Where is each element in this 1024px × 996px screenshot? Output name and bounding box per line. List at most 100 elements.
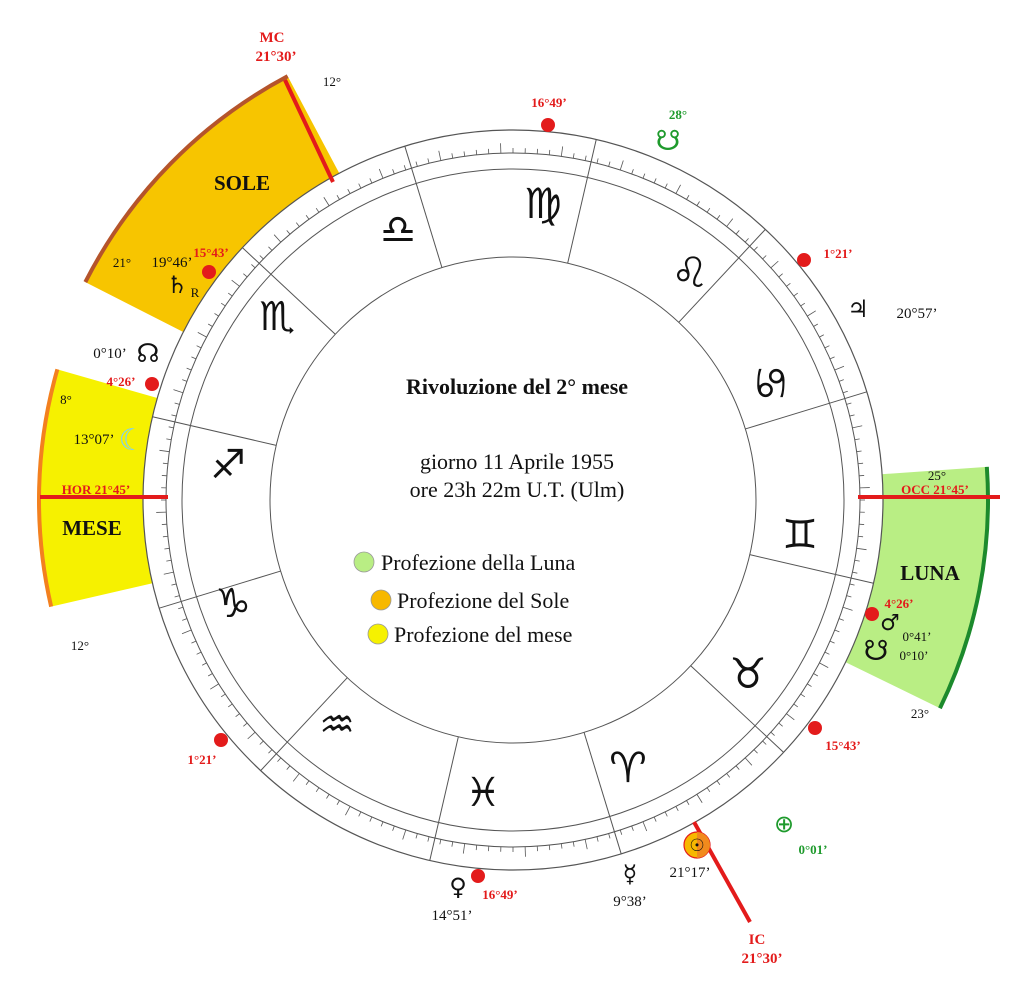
degree-tick: [315, 787, 320, 793]
degree-tick: [159, 449, 170, 453]
degree-tick: [842, 606, 853, 611]
cusp-dot: [865, 607, 879, 621]
degree-tick: [181, 629, 192, 635]
degree-tick: [842, 390, 848, 394]
degree-tick: [268, 749, 273, 754]
south-node-deg-value: 28°: [669, 107, 687, 122]
degree-tick: [277, 757, 282, 762]
degree-tick: [813, 323, 819, 327]
degree-tick: [292, 773, 300, 782]
degree-tick: [392, 169, 395, 175]
cusp-value: 16°49’: [482, 887, 518, 902]
sole-band-arc: [83, 74, 289, 283]
degree-tick: [166, 438, 172, 441]
sign-divider: [745, 391, 867, 430]
degree-tick: [786, 713, 795, 721]
degree-tick: [800, 302, 806, 307]
degree-tick: [402, 829, 407, 840]
degree-tick: [243, 722, 248, 727]
sun-deg-value: 21°17’: [670, 865, 711, 881]
degree-tick: [786, 282, 791, 287]
degree-tick: [247, 731, 256, 740]
degree-tick: [726, 773, 731, 778]
degree-tick: [778, 273, 783, 278]
sign-divider: [749, 554, 874, 584]
mc-axis-line: [283, 79, 335, 183]
degree-tick: [451, 841, 454, 847]
degree-tick: [305, 214, 310, 220]
virgo-icon: ♍: [524, 179, 562, 228]
degree-tick: [305, 780, 310, 786]
sign-divider: [678, 229, 766, 323]
degree-tick: [162, 462, 168, 465]
sun-icon: ☉: [689, 836, 704, 856]
degree-tick: [675, 806, 679, 811]
mese-band-fill: [38, 369, 177, 607]
taurus-icon: ♉: [729, 649, 767, 698]
jupiter-deg-value: 20°57’: [897, 306, 938, 322]
degree-tick: [463, 151, 466, 157]
capricorn-icon: ♑: [215, 581, 251, 627]
jupiter-icon: ♃: [847, 295, 869, 323]
degree-tick: [220, 693, 226, 698]
degree-ticks: [156, 143, 870, 857]
libra-icon: ♎: [380, 207, 416, 253]
degree-tick: [572, 841, 575, 847]
degree-tick: [173, 389, 184, 394]
hor-label: HOR 21°45’: [62, 482, 130, 497]
cusp-value: 4°26’: [106, 374, 135, 389]
aries-icon: ♈: [609, 743, 647, 792]
cusp-dot: [214, 733, 228, 747]
degree-tick: [824, 345, 830, 349]
cusp-dot: [541, 118, 555, 132]
degree-tick: [427, 836, 430, 842]
degree-tick: [162, 535, 168, 538]
degree-tick: [358, 183, 362, 189]
cusp-dot: [808, 721, 822, 735]
degree-tick: [202, 662, 207, 666]
degree-tick: [186, 367, 192, 371]
degree-tick: [793, 292, 799, 297]
sign-dividers: [152, 139, 874, 861]
degree-tick: [427, 158, 430, 164]
degree-tick: [834, 365, 845, 371]
degree-tick: [196, 345, 202, 349]
mc-label: MC: [260, 30, 285, 46]
degree-tick: [858, 462, 864, 465]
degree-tick: [596, 836, 599, 842]
inner-ring: [269, 256, 757, 744]
zodiac-wheel: [142, 129, 884, 871]
fortune-deg-value: 0°01’: [798, 842, 827, 857]
degree-tick: [800, 693, 806, 698]
degree-tick: [631, 825, 634, 831]
mese-band: MESE 8° 12°: [37, 368, 177, 653]
degree-tick: [347, 189, 351, 194]
degree-tick: [852, 571, 858, 574]
degree-tick: [174, 595, 180, 598]
legend-swatch-luna: [353, 551, 375, 573]
degree-tick: [415, 833, 418, 839]
degree-tick: [762, 255, 767, 260]
mese-deg-end: 12°: [71, 638, 89, 653]
cusp-dot: [797, 253, 811, 267]
cusp-value: 1°21’: [823, 246, 852, 261]
sole-deg-start: 21°: [113, 255, 131, 270]
cusp-value: 4°26’: [884, 596, 913, 611]
degree-tick: [762, 740, 767, 745]
sole-band-fill: [85, 76, 354, 346]
degree-tick: [227, 703, 233, 708]
degree-tick: [336, 194, 340, 200]
degree-tick: [744, 238, 749, 243]
degree-tick: [227, 292, 233, 297]
degree-tick: [403, 165, 407, 171]
occ-label: OCC 21°45’: [901, 482, 969, 497]
degree-tick: [852, 425, 863, 429]
degree-tick: [392, 825, 395, 831]
degree-tick: [171, 414, 177, 417]
degree-tick: [251, 264, 256, 269]
degree-tick: [369, 816, 373, 822]
mercury-deg-value: 9°38’: [613, 894, 647, 910]
degree-tick: [849, 414, 855, 417]
legend-label-luna: Profezione della Luna: [381, 550, 575, 575]
